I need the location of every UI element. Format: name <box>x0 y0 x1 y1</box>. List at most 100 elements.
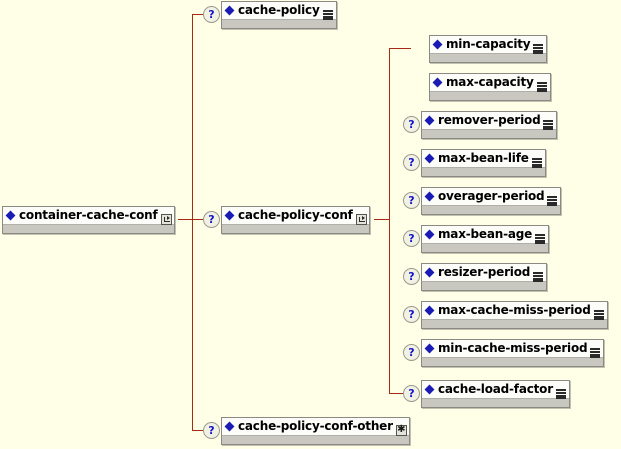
node-box[interactable]: min-cache-miss-period <box>421 338 605 367</box>
lines-icon[interactable] <box>533 43 544 54</box>
connector-to-cache-policy-conf <box>192 219 203 220</box>
optional-marker-icon[interactable]: ? <box>203 211 220 228</box>
node-label: max-bean-life <box>438 151 529 165</box>
optional-marker-icon[interactable]: ? <box>403 306 420 323</box>
node-box-footer <box>422 318 607 328</box>
node-box-footer <box>222 223 369 233</box>
lines-icon[interactable] <box>547 195 558 206</box>
node-label: resizer-period <box>438 265 531 279</box>
lines-icon[interactable] <box>536 81 548 92</box>
node-box-footer <box>222 434 409 444</box>
expand-icon[interactable] <box>355 213 367 225</box>
node-box[interactable]: max-bean-age <box>421 224 550 253</box>
lines-icon[interactable] <box>531 157 543 168</box>
node-cache-load-factor[interactable]: ? cache-load-factor <box>403 379 570 408</box>
node-min-capacity[interactable]: min-capacity <box>411 34 548 63</box>
node-label: min-capacity <box>446 37 531 51</box>
element-diamond-icon <box>424 267 435 277</box>
optional-marker-icon[interactable]: ? <box>403 230 420 247</box>
node-box-footer <box>422 128 557 138</box>
node-box-footer <box>422 280 547 290</box>
optional-marker-icon[interactable]: ? <box>203 6 220 23</box>
lines-icon[interactable] <box>533 271 544 282</box>
lines-icon[interactable] <box>590 347 601 358</box>
lines-icon[interactable] <box>593 309 605 320</box>
element-diamond-icon <box>424 153 435 163</box>
node-label: cache-policy <box>238 3 320 17</box>
node-label: remover-period <box>438 113 541 127</box>
optional-marker-icon[interactable]: ? <box>403 154 420 171</box>
node-label: cache-policy-conf <box>238 208 353 222</box>
node-box-top: max-bean-life <box>422 149 545 168</box>
node-box[interactable]: overager-period <box>421 186 562 215</box>
node-overager-period[interactable]: ? overager-period <box>403 186 562 215</box>
node-resizer-period[interactable]: ? resizer-period <box>403 262 548 291</box>
element-diamond-icon <box>424 229 435 239</box>
node-cache-policy-conf-other[interactable]: ? cache-policy-conf-other ✱ <box>203 416 410 445</box>
node-box-top: max-cache-miss-period <box>422 301 607 320</box>
optional-marker-icon[interactable]: ? <box>403 116 420 133</box>
node-box-footer <box>422 166 545 176</box>
node-max-capacity[interactable]: max-capacity <box>411 72 551 101</box>
node-box-top: cache-policy <box>222 1 336 20</box>
node-box-top: cache-load-factor <box>422 380 569 399</box>
node-box-top: resizer-period <box>422 263 547 282</box>
node-cache-policy[interactable]: ? cache-policy <box>203 0 337 29</box>
lines-icon[interactable] <box>535 233 546 244</box>
node-box[interactable]: cache-policy-conf <box>221 205 370 234</box>
node-box[interactable]: resizer-period <box>421 262 548 291</box>
node-box[interactable]: cache-policy <box>221 0 337 29</box>
node-min-cache-miss-period[interactable]: ? min-cache-miss-period <box>403 338 605 367</box>
node-max-bean-age[interactable]: ? max-bean-age <box>403 224 550 253</box>
node-box-top: container-cache-conf <box>3 206 174 225</box>
connector-to-cache-load-factor <box>389 393 404 394</box>
node-box-footer <box>430 90 550 100</box>
optional-marker-icon[interactable]: ? <box>203 422 220 439</box>
optional-marker-icon[interactable]: ? <box>403 344 420 361</box>
node-box[interactable]: cache-load-factor <box>421 379 570 408</box>
connector-children-spine <box>389 48 390 393</box>
node-label: container-cache-conf <box>19 208 158 222</box>
node-label: max-bean-age <box>438 227 533 241</box>
node-box-top: min-cache-miss-period <box>422 339 604 358</box>
element-diamond-icon <box>5 210 16 220</box>
node-label: cache-load-factor <box>438 382 553 396</box>
node-box[interactable]: max-cache-miss-period <box>421 300 608 329</box>
node-remover-period[interactable]: ? remover-period <box>403 110 558 139</box>
node-cache-policy-conf[interactable]: ? cache-policy-conf <box>203 205 370 234</box>
element-diamond-icon <box>224 210 235 220</box>
node-container-cache-conf[interactable]: container-cache-conf <box>2 205 175 234</box>
element-diamond-icon <box>224 421 235 431</box>
connector-to-cache-policy <box>192 14 203 15</box>
node-box-top: max-bean-age <box>422 225 549 244</box>
node-box[interactable]: max-capacity <box>429 72 551 101</box>
node-box-footer <box>422 397 569 407</box>
node-label: max-capacity <box>446 75 534 89</box>
node-box[interactable]: remover-period <box>421 110 558 139</box>
node-box-top: cache-policy-conf <box>222 206 369 225</box>
node-max-bean-life[interactable]: ? max-bean-life <box>403 148 546 177</box>
lines-icon[interactable] <box>322 9 334 20</box>
lines-icon[interactable] <box>543 119 554 130</box>
connector-branch-spine <box>192 14 193 430</box>
element-diamond-icon <box>224 5 235 15</box>
any-icon[interactable]: ✱ <box>395 423 407 436</box>
element-diamond-icon <box>424 305 435 315</box>
node-box[interactable]: max-bean-life <box>421 148 546 177</box>
optional-marker-icon[interactable]: ? <box>403 268 420 285</box>
node-box-footer <box>422 204 561 214</box>
expand-icon[interactable] <box>160 213 172 225</box>
connector-to-min-capacity <box>389 48 411 49</box>
optional-marker-icon[interactable]: ? <box>403 192 420 209</box>
optional-marker-icon[interactable]: ? <box>403 385 420 402</box>
node-box[interactable]: container-cache-conf <box>2 205 175 234</box>
lines-icon[interactable] <box>555 388 567 399</box>
node-box[interactable]: cache-policy-conf-other ✱ <box>221 416 410 445</box>
connector-children-stub <box>374 219 389 220</box>
node-max-cache-miss-period[interactable]: ? max-cache-miss-period <box>403 300 608 329</box>
node-box-top: min-capacity <box>430 35 547 54</box>
node-box[interactable]: min-capacity <box>429 34 548 63</box>
node-box-top: max-capacity <box>430 73 550 92</box>
node-box-footer <box>422 242 549 252</box>
